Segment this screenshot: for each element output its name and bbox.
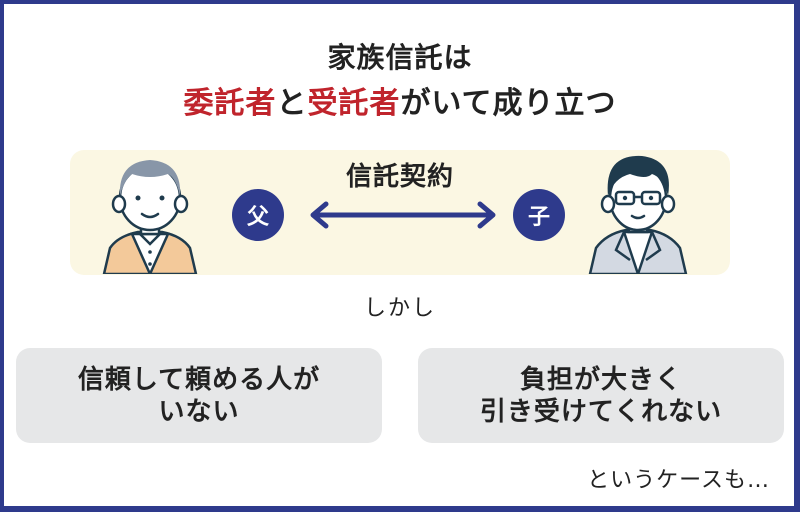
title-line-2: 委託者と受託者がいて成り立つ bbox=[0, 78, 800, 122]
father-badge: 父 bbox=[232, 189, 284, 241]
elderly-man-icon bbox=[102, 160, 198, 274]
conjunction: と bbox=[276, 86, 308, 121]
case-2-line-2: 引き受けてくれない bbox=[479, 396, 723, 427]
case-box-burden: 負担が大きく 引き受けてくれない bbox=[418, 348, 784, 443]
footer-text: というケースも… bbox=[587, 468, 770, 493]
settlor-term: 委託者 bbox=[183, 86, 277, 121]
young-man-glasses-icon bbox=[588, 155, 688, 274]
trustee-term: 受託者 bbox=[307, 86, 401, 121]
title-suffix: がいて成り立つ bbox=[400, 86, 617, 121]
title-line-1: 家族信託は bbox=[327, 41, 473, 74]
case-1-line-1: 信頼して頼める人が bbox=[77, 364, 321, 395]
case-2-line-1: 負担が大きく bbox=[519, 364, 682, 395]
double-arrow-icon bbox=[310, 201, 496, 229]
case-1-line-2: いない bbox=[158, 396, 240, 427]
transition-text: しかし bbox=[363, 296, 436, 321]
contract-label: 信託契約 bbox=[345, 162, 454, 192]
child-badge: 子 bbox=[513, 189, 565, 241]
case-box-no-trustee: 信頼して頼める人が いない bbox=[16, 348, 382, 443]
